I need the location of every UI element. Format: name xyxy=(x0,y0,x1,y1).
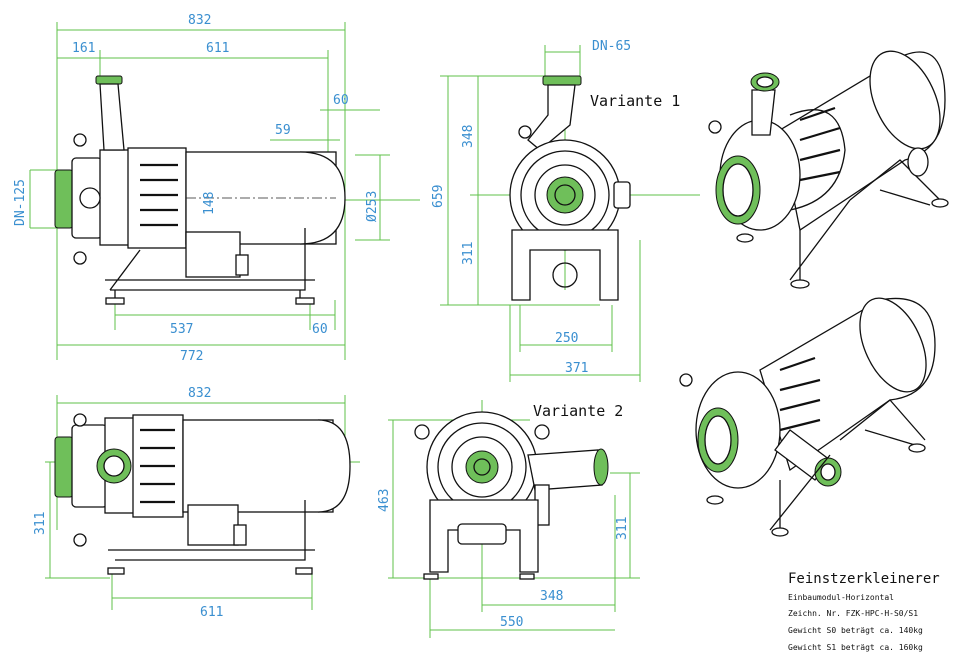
dim-front1-659: 659 xyxy=(431,185,446,208)
isometric-view-2 xyxy=(679,297,936,537)
label-variant-1: Variante 1 xyxy=(590,92,680,110)
dim-top-311: 311 xyxy=(33,512,48,535)
side-view xyxy=(29,22,420,360)
dim-front2-550: 550 xyxy=(500,615,523,630)
title-block-line-3: Gewicht S0 beträgt ca. 140kg xyxy=(788,626,923,635)
dim-side-148: 148 xyxy=(202,192,217,215)
dim-side-161: 161 xyxy=(72,41,95,56)
dim-front2-463: 463 xyxy=(377,489,392,512)
title-block: Feinstzerkleinerer Einbaumodul-Horizonta… xyxy=(788,571,940,652)
title-block-line-4: Gewicht S1 beträgt ca. 160kg xyxy=(788,643,923,652)
dim-side-611: 611 xyxy=(206,41,229,56)
dim-side-diameter: Ø253 xyxy=(365,191,380,222)
title-block-title: Feinstzerkleinerer xyxy=(788,571,940,587)
dim-front2-311: 311 xyxy=(615,517,630,540)
dim-side-60-bottom: 60 xyxy=(312,322,328,337)
dim-top-611: 611 xyxy=(200,605,223,620)
front-view-variant-1 xyxy=(440,45,700,382)
dim-side-537: 537 xyxy=(170,322,193,337)
dim-front1-371: 371 xyxy=(565,361,588,376)
dim-top-832: 832 xyxy=(188,386,211,401)
dim-front2-348: 348 xyxy=(540,589,563,604)
dim-side-dn125: DN-125 xyxy=(13,179,28,226)
dim-side-59: 59 xyxy=(275,123,291,138)
isometric-view-1 xyxy=(708,50,949,289)
dim-front1-250: 250 xyxy=(555,331,578,346)
dim-front1-dn65: DN-65 xyxy=(592,39,631,54)
title-block-line-1: Einbaumodul-Horizontal xyxy=(788,593,894,602)
dim-side-total: 832 xyxy=(188,13,211,28)
dim-side-772: 772 xyxy=(180,349,203,364)
dim-front1-311: 311 xyxy=(461,242,476,265)
front-view-variant-2 xyxy=(388,400,640,638)
label-variant-2: Variante 2 xyxy=(533,402,623,420)
dim-side-60-top: 60 xyxy=(333,93,349,108)
title-block-line-2: Zeichn. Nr. FZK-HPC-H-S0/S1 xyxy=(788,609,918,618)
top-view xyxy=(45,395,360,610)
dim-front1-348: 348 xyxy=(461,125,476,148)
